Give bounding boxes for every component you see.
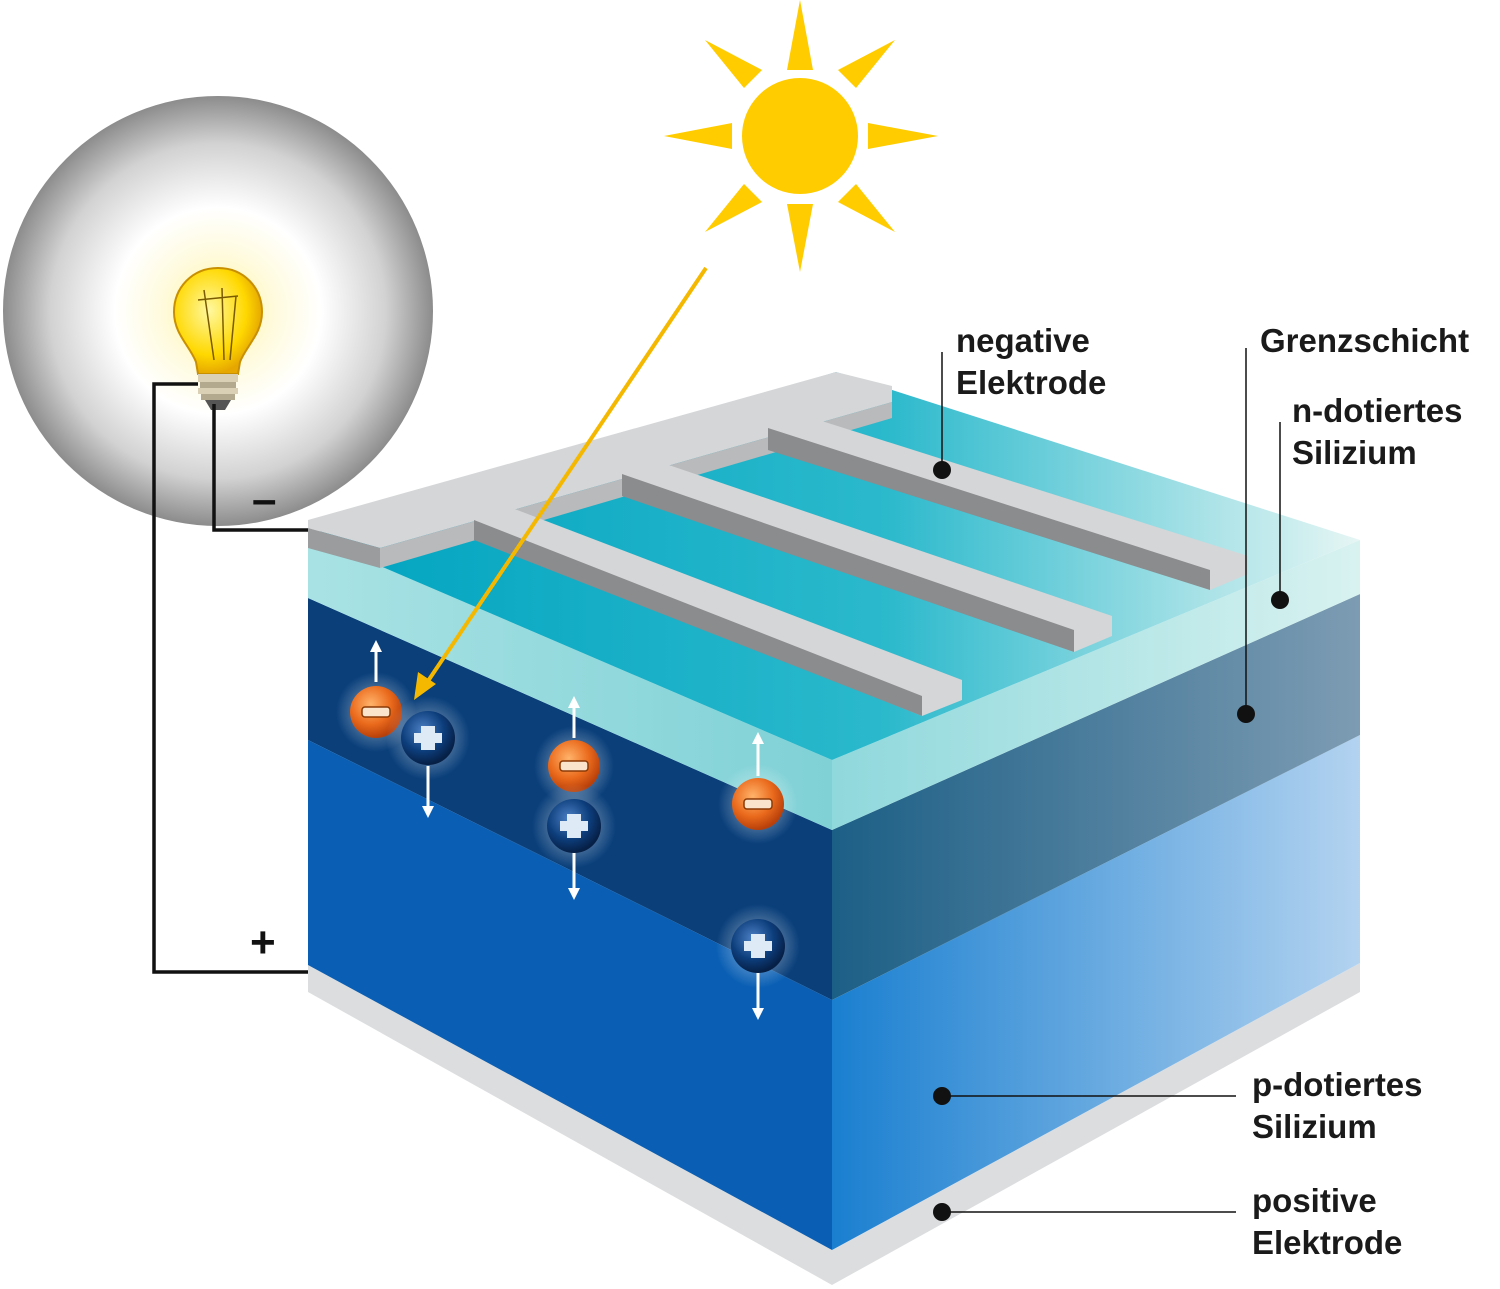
light-bulb-icon — [3, 96, 433, 526]
label-p-silicon-line2: Silizium — [1252, 1108, 1377, 1145]
sun-icon — [664, 0, 938, 272]
label-negative-electrode-line1: negative — [956, 322, 1090, 359]
label-positive-electrode-line1: positive — [1252, 1182, 1377, 1219]
label-n-silicon-line2: Silizium — [1292, 434, 1417, 471]
label-negative-electrode-line2: Elektrode — [956, 364, 1106, 401]
plus-terminal-label: + — [250, 918, 276, 967]
label-p-silicon-line1: p-dotiertes — [1252, 1066, 1423, 1103]
solar-cell-block — [308, 372, 1360, 1285]
minus-terminal-label: – — [252, 475, 276, 524]
label-positive-electrode-line2: Elektrode — [1252, 1224, 1402, 1261]
label-n-silicon-line1: n-dotiertes — [1292, 392, 1463, 429]
label-junction: Grenzschicht — [1260, 322, 1469, 359]
